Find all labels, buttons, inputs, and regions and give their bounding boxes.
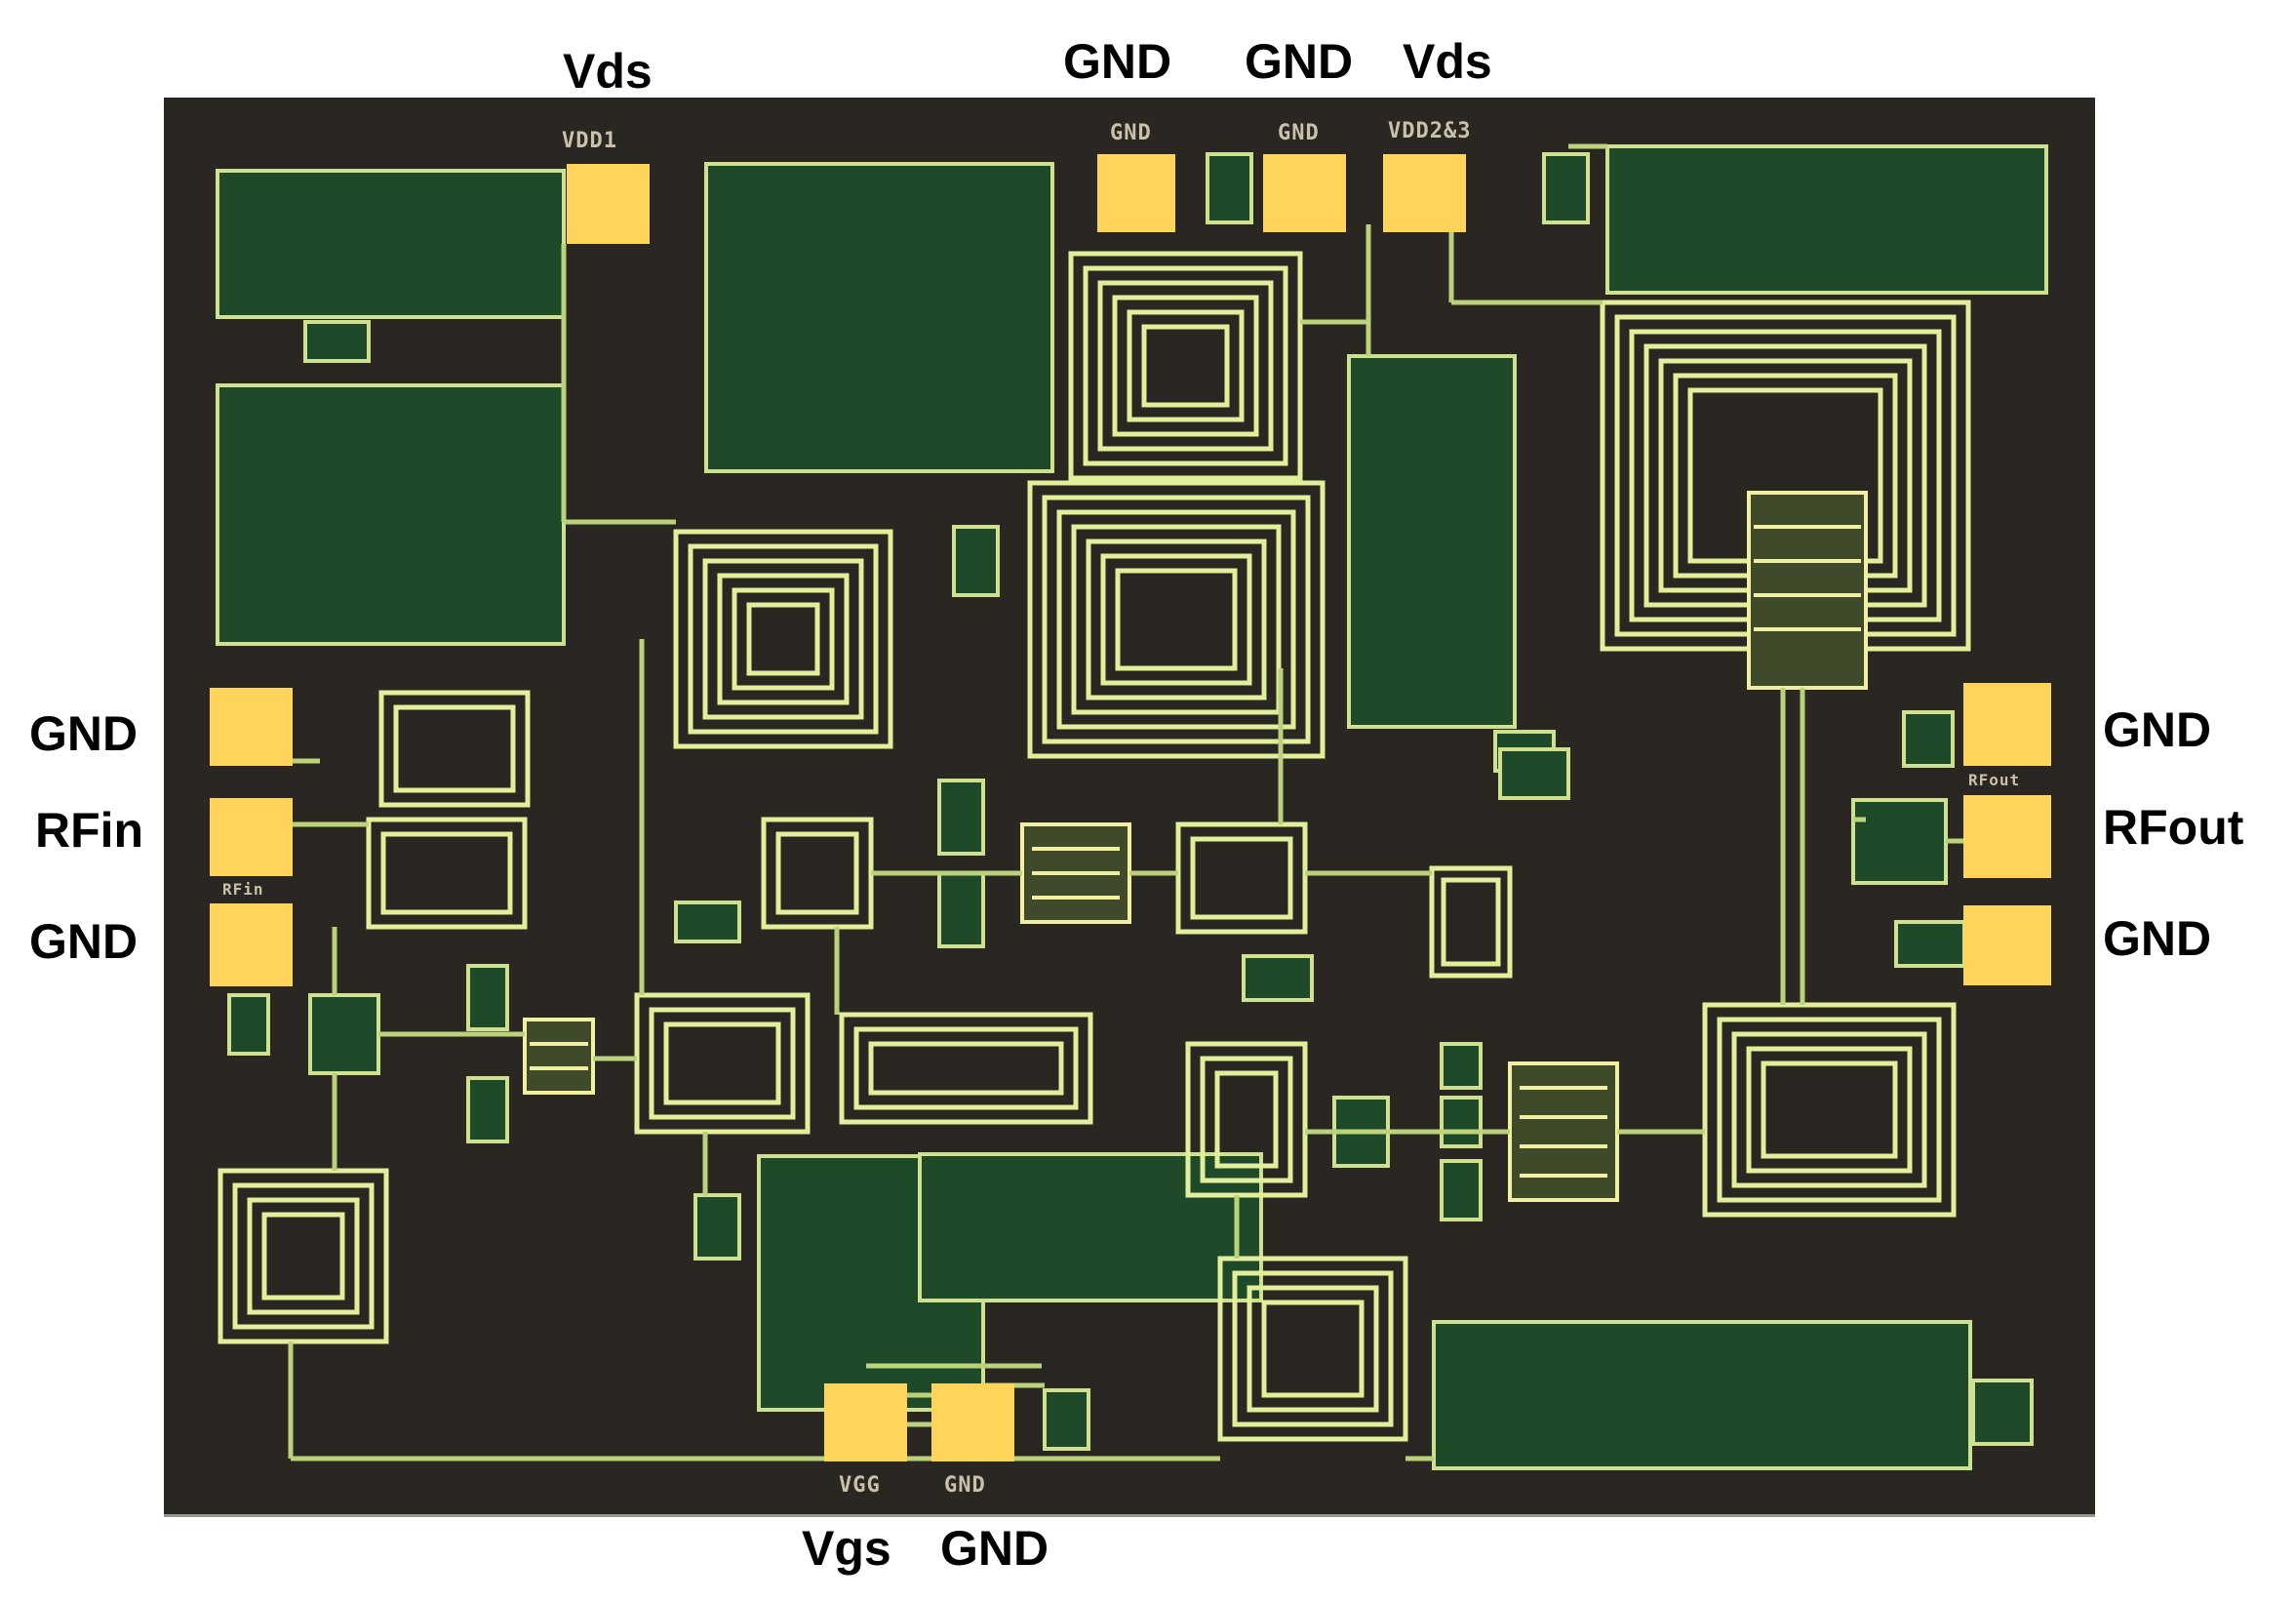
silk-gnd-a: GND (1110, 121, 1152, 145)
mim-capacitor (1851, 798, 1948, 885)
label-vds-top-right: Vds (1403, 34, 1492, 89)
mim-capacitor (704, 162, 1054, 473)
pad-vdd2[interactable] (1383, 154, 1466, 232)
mim-capacitor (918, 1152, 1263, 1302)
spiral-inductor (378, 690, 531, 808)
spiral-inductor (1027, 480, 1326, 759)
label-rfin: RFin (35, 803, 144, 858)
spiral-inductor (1175, 821, 1308, 935)
transistor (1020, 822, 1131, 924)
label-gnd-right-bottom: GND (2103, 911, 2212, 966)
pad-vdd1[interactable] (567, 164, 650, 244)
transistor (1508, 1061, 1619, 1202)
pad-gnd-right-bottom[interactable] (1963, 905, 2051, 985)
spiral-inductor (839, 1012, 1093, 1125)
spiral-inductor (1702, 1002, 1957, 1218)
spiral-inductor (1217, 1256, 1408, 1442)
label-gnd-left-bottom: GND (29, 914, 139, 969)
transistor (1747, 491, 1868, 690)
label-gnd-left-top: GND (29, 706, 139, 761)
spiral-inductor (761, 817, 874, 930)
silk-rfout: RFout (1968, 771, 2021, 789)
pad-gnd-right-top[interactable] (1963, 683, 2051, 766)
mim-capacitor (1605, 144, 2048, 295)
label-vgs: Vgs (802, 1521, 891, 1576)
pad-gnd-bottom[interactable] (931, 1383, 1014, 1461)
spiral-inductor (1068, 251, 1303, 481)
pad-gnd-top-1[interactable] (1097, 154, 1175, 232)
pad-vgg[interactable] (824, 1383, 907, 1461)
transistor (523, 1018, 595, 1095)
label-gnd-right-top: GND (2103, 702, 2212, 757)
spiral-inductor (634, 992, 811, 1135)
mim-capacitor (308, 993, 380, 1075)
mmic-die-micrograph: VDD1 GND GND VDD2&3 RFin RFout VGG GND (164, 98, 2095, 1517)
label-gnd-bottom: GND (940, 1521, 1049, 1576)
label-gnd-top-2: GND (1245, 34, 1354, 89)
mim-capacitor (1432, 1320, 1972, 1470)
mim-capacitor (216, 169, 566, 319)
silk-rfin: RFin (222, 880, 264, 899)
silk-gnd-b: GND (1278, 121, 1320, 145)
pad-gnd-left-bottom[interactable] (210, 903, 293, 986)
spiral-inductor (366, 817, 528, 930)
interconnect (286, 143, 1986, 1461)
spiral-inductor (1429, 865, 1513, 979)
silk-vgg: VGG (839, 1473, 881, 1498)
mim-capacitor (216, 383, 566, 646)
silk-vdd2: VDD2&3 (1388, 119, 1472, 143)
silk-vdd1: VDD1 (562, 129, 617, 153)
pad-rfin[interactable] (210, 798, 293, 876)
mim-capacitor (1347, 354, 1517, 729)
silk-gnd-c: GND (944, 1473, 986, 1498)
spiral-inductor (218, 1168, 389, 1344)
label-rfout: RFout (2103, 800, 2244, 855)
small-capacitor (227, 152, 2034, 1451)
pad-rfout[interactable] (1963, 795, 2051, 878)
pad-gnd-top-2[interactable] (1263, 154, 1346, 232)
spiral-inductor (673, 529, 893, 749)
label-gnd-top-1: GND (1063, 34, 1172, 89)
die-layout-drawing (216, 143, 2048, 1470)
pad-gnd-left-top[interactable] (210, 688, 293, 766)
label-vds-top-left: Vds (563, 44, 653, 99)
spiral-inductor (1185, 1041, 1308, 1198)
